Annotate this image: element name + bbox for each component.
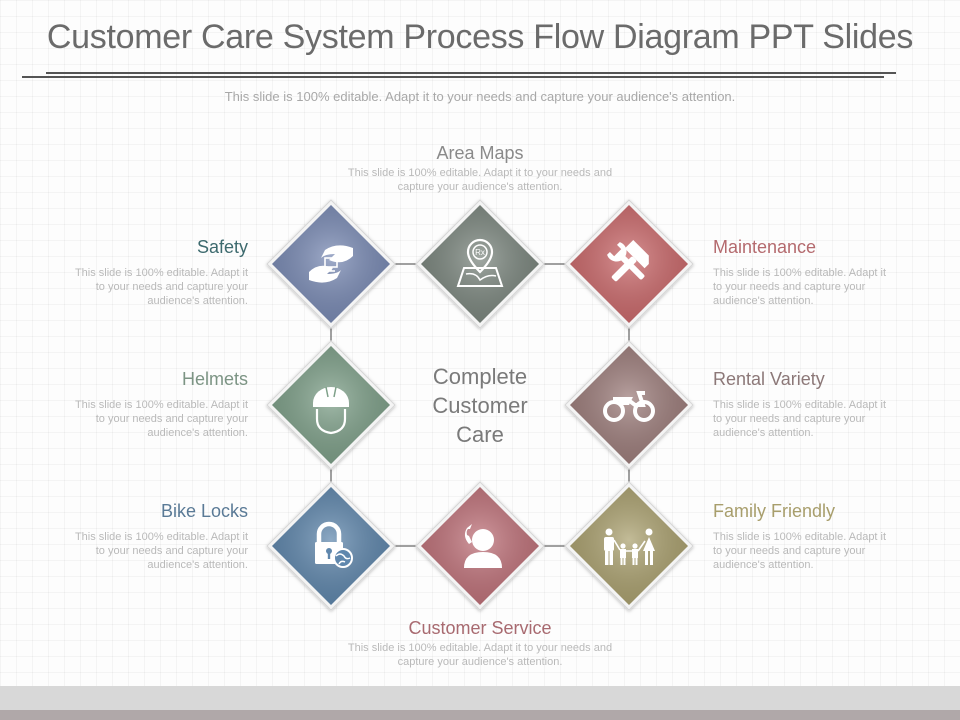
footer-band (0, 686, 960, 710)
label-heading: Safety (196, 237, 248, 257)
title-divider-top (46, 72, 896, 74)
lock-globe-icon (315, 521, 353, 568)
diamond-maintenance (564, 199, 694, 329)
svg-text:Rx: Rx (475, 248, 485, 257)
label-safety: Safety This slide is 100% editable. Adap… (58, 237, 248, 308)
family-icon (604, 528, 655, 565)
title-divider-bottom (22, 76, 884, 78)
label-description: This slide is 100% editable. Adapt it to… (713, 399, 887, 439)
label-rental-variety: Rental Variety This slide is 100% editab… (713, 369, 903, 440)
label-helmets: Helmets This slide is 100% editable. Ada… (58, 369, 248, 440)
center-line-1: Complete (432, 364, 528, 389)
diamond-helmets (266, 340, 396, 470)
label-description: This slide is 100% editable. Adapt it to… (74, 399, 248, 439)
center-line-2: Customer (432, 393, 528, 418)
label-heading: Rental Variety (713, 369, 825, 389)
label-customer-service: Customer Service This slide is 100% edit… (330, 618, 630, 669)
label-heading: Area Maps (436, 143, 524, 163)
label-heading: Family Friendly (713, 501, 836, 521)
slide-title: Customer Care System Process Flow Diagra… (46, 18, 914, 56)
label-description: This slide is 100% editable. Adapt it to… (713, 531, 887, 571)
diamond-shine (570, 487, 688, 605)
diamond-shine (421, 205, 539, 323)
diamond-rental-variety (564, 340, 694, 470)
phone-person-icon (464, 524, 502, 568)
diamond-area-maps: Rx (415, 199, 545, 329)
slide-subtitle: This slide is 100% editable. Adapt it to… (224, 89, 736, 104)
label-maintenance: Maintenance This slide is 100% editable.… (713, 237, 903, 308)
diamond-bike-locks (266, 481, 396, 611)
map-pin-icon: Rx (456, 238, 504, 287)
label-bike-locks: Bike Locks This slide is 100% editable. … (58, 501, 248, 572)
helmet-icon (313, 386, 349, 435)
label-heading: Helmets (181, 369, 248, 389)
label-description: This slide is 100% editable. Adapt it to… (74, 267, 248, 307)
motorcycle-icon (603, 391, 655, 422)
label-area-maps: Area Maps This slide is 100% editable. A… (330, 143, 630, 194)
label-description: This slide is 100% editable. Adapt it to… (347, 167, 613, 193)
label-heading: Customer Service (408, 618, 552, 638)
center-title: Complete Customer Care (400, 362, 560, 449)
label-heading: Bike Locks (160, 501, 248, 521)
diamond-family-friendly (564, 481, 694, 611)
label-heading: Maintenance (713, 237, 817, 257)
footer-strip (0, 710, 960, 720)
diamond-customer-service (415, 481, 545, 611)
diamond-safety (266, 199, 396, 329)
hands-monitor-icon (309, 245, 353, 283)
center-line-3: Care (456, 422, 504, 447)
label-description: This slide is 100% editable. Adapt it to… (347, 642, 613, 668)
label-description: This slide is 100% editable. Adapt it to… (74, 531, 248, 571)
diamond-shine (272, 205, 390, 323)
label-family-friendly: Family Friendly This slide is 100% edita… (713, 501, 903, 572)
hammer-wrench-icon (607, 239, 649, 282)
label-description: This slide is 100% editable. Adapt it to… (713, 267, 887, 307)
